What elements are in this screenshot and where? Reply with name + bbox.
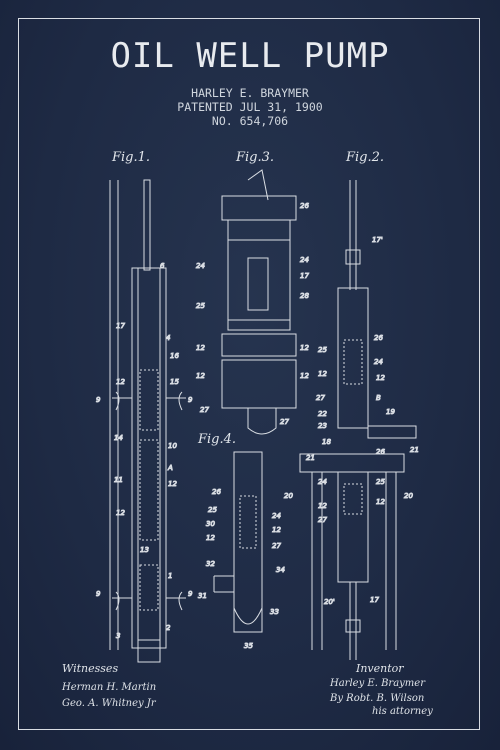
patent-title: OIL WELL PUMP: [110, 36, 390, 76]
fig-3-drawing: 26 24 24 17 25 28 12 12 12 12 27 27: [196, 169, 310, 435]
fig-2-drawing: 17' 26 25 24 12 12 B 27 22 23 19 18 21 2…: [284, 180, 419, 660]
svg-text:25: 25: [376, 478, 385, 486]
svg-text:25: 25: [208, 506, 217, 514]
svg-text:21: 21: [410, 446, 419, 454]
witness-1-signature: Herman H. Martin: [62, 682, 157, 693]
fig-4-drawing: 26 24 25 30 12 12 27 32 34 31 33 35: [198, 451, 285, 651]
fig-2-label: Fig.2.: [346, 150, 385, 165]
svg-text:23: 23: [318, 422, 327, 430]
svg-text:26: 26: [376, 448, 385, 456]
svg-text:15: 15: [170, 378, 179, 386]
svg-text:9: 9: [188, 396, 193, 404]
svg-text:25: 25: [196, 302, 205, 310]
svg-text:21: 21: [306, 454, 315, 462]
svg-text:12: 12: [116, 378, 125, 386]
svg-text:22: 22: [318, 410, 327, 418]
svg-text:14: 14: [114, 434, 123, 442]
svg-text:17: 17: [300, 272, 309, 280]
svg-text:24: 24: [196, 262, 205, 270]
svg-text:24: 24: [374, 358, 383, 366]
svg-text:12: 12: [196, 372, 205, 380]
svg-text:12: 12: [272, 526, 281, 534]
svg-text:A: A: [167, 464, 173, 472]
svg-text:12: 12: [196, 344, 205, 352]
fig-1-drawing: 6 17 4 16 12 15 9 9 14 10 A 11 12 12 13 …: [96, 179, 194, 663]
svg-text:1: 1: [168, 572, 172, 580]
svg-text:11: 11: [114, 476, 123, 484]
svg-text:24: 24: [318, 478, 327, 486]
svg-text:9: 9: [96, 396, 101, 404]
svg-text:20: 20: [284, 492, 293, 500]
patent-number-line: NO. 654,706: [211, 114, 289, 128]
svg-text:12: 12: [318, 370, 327, 378]
svg-text:27: 27: [316, 394, 325, 402]
svg-text:32: 32: [206, 560, 215, 568]
svg-text:12: 12: [376, 498, 385, 506]
svg-text:13: 13: [140, 546, 149, 554]
svg-text:24: 24: [272, 512, 281, 520]
fig-4-label: Fig.4.: [198, 432, 237, 447]
witnesses-label: Witnesses: [62, 662, 119, 675]
svg-text:12: 12: [318, 502, 327, 510]
svg-text:4: 4: [166, 334, 170, 342]
svg-text:33: 33: [270, 608, 279, 616]
svg-text:17': 17': [372, 236, 383, 244]
svg-text:34: 34: [276, 566, 285, 574]
svg-text:19: 19: [386, 408, 395, 416]
svg-text:20: 20: [404, 492, 413, 500]
attorney-title: his attorney: [372, 706, 433, 717]
svg-text:31: 31: [198, 592, 207, 600]
svg-text:18: 18: [322, 438, 331, 446]
svg-text:B: B: [376, 394, 381, 402]
svg-text:12: 12: [300, 372, 309, 380]
svg-text:27: 27: [280, 418, 289, 426]
svg-text:24: 24: [300, 256, 309, 264]
svg-text:17: 17: [370, 596, 379, 604]
svg-text:6: 6: [160, 262, 165, 270]
svg-text:25: 25: [318, 346, 327, 354]
svg-text:9: 9: [188, 590, 193, 598]
svg-text:12: 12: [116, 509, 125, 517]
inventor-signature: Harley E. Braymer: [330, 678, 425, 689]
inventor-label: Inventor: [356, 662, 404, 675]
svg-text:12: 12: [376, 374, 385, 382]
fig-3-label: Fig.3.: [236, 150, 275, 165]
svg-text:3: 3: [116, 632, 120, 640]
border-frame: [18, 18, 480, 730]
svg-text:26: 26: [300, 202, 309, 210]
svg-text:26: 26: [374, 334, 383, 342]
attorney-signature: By Robt. B. Wilson: [330, 693, 425, 704]
witness-2-signature: Geo. A. Whitney Jr: [62, 698, 156, 709]
svg-text:27: 27: [272, 542, 281, 550]
svg-text:35: 35: [244, 642, 253, 650]
svg-text:28: 28: [300, 292, 309, 300]
svg-text:17: 17: [116, 322, 125, 330]
svg-text:12: 12: [168, 480, 177, 488]
svg-text:30: 30: [206, 520, 215, 528]
svg-text:10: 10: [168, 442, 177, 450]
svg-text:9: 9: [96, 590, 101, 598]
svg-text:20': 20': [324, 598, 335, 606]
svg-text:16: 16: [170, 352, 179, 360]
svg-text:2: 2: [166, 624, 171, 632]
svg-text:26: 26: [212, 488, 221, 496]
svg-text:27: 27: [200, 406, 209, 414]
svg-text:12: 12: [206, 534, 215, 542]
patent-date-line: PATENTED JUL 31, 1900: [177, 100, 323, 114]
svg-text:27: 27: [318, 516, 327, 524]
inventor-line: HARLEY E. BRAYMER: [191, 86, 309, 100]
fig-1-label: Fig.1.: [112, 150, 151, 165]
svg-text:12: 12: [300, 344, 309, 352]
